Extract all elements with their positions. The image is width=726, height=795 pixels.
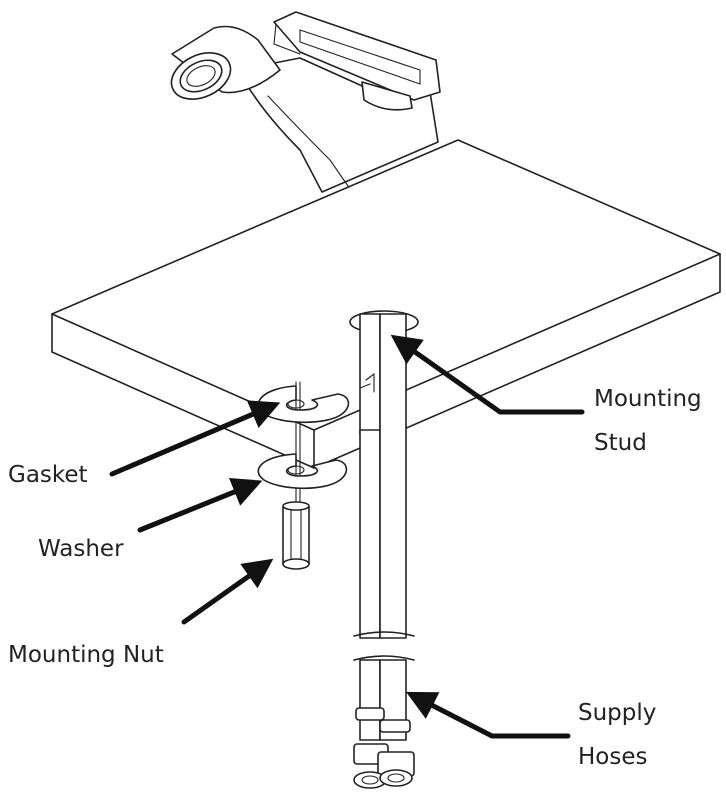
mounting-stud-label-line2: Stud bbox=[594, 430, 647, 456]
washer-label: Washer bbox=[38, 536, 124, 562]
washer bbox=[257, 453, 348, 490]
supply-hoses-label-line2: Hoses bbox=[578, 744, 647, 770]
supply-hoses bbox=[353, 313, 415, 789]
mounting-stud-arrow bbox=[390, 334, 585, 415]
mounting-nut-label: Mounting Nut bbox=[8, 642, 164, 668]
washer-arrow bbox=[137, 477, 263, 533]
gasket-arrow bbox=[109, 400, 281, 477]
mounting-stud bbox=[359, 313, 381, 435]
supply-hoses-label-line1: Supply bbox=[578, 700, 656, 726]
mounting-nut-arrow bbox=[181, 558, 274, 625]
mounting-stud-label-line1: Mounting bbox=[594, 386, 702, 412]
mounting-nut bbox=[282, 501, 310, 570]
gasket-label: Gasket bbox=[8, 462, 88, 488]
faucet bbox=[170, 11, 441, 193]
supply-hoses-arrow bbox=[405, 691, 571, 739]
